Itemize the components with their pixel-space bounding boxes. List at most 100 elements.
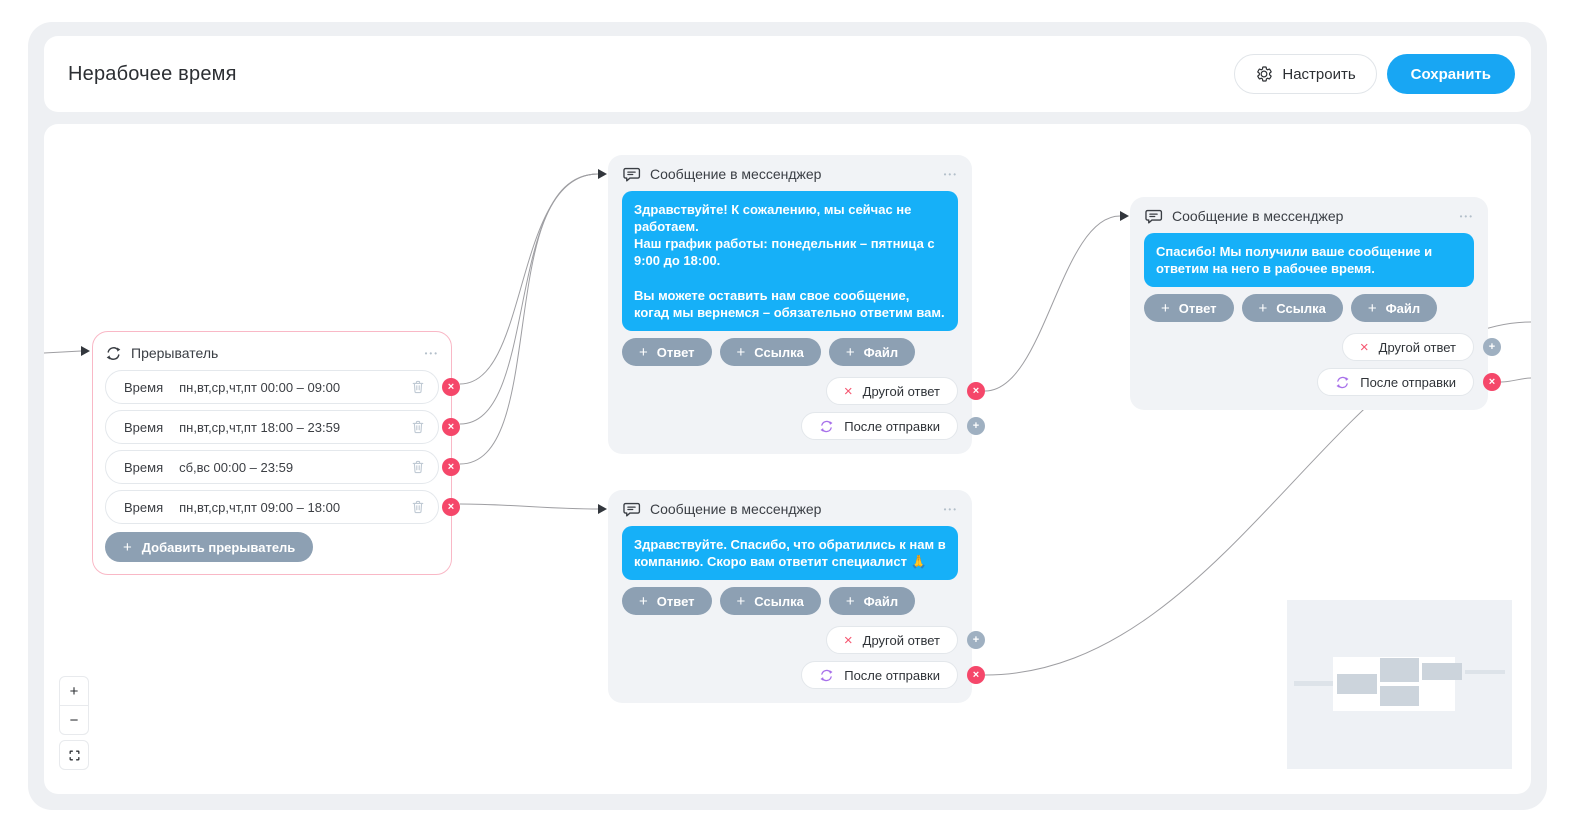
message-actions: +Ответ + Ссылка + Файл xyxy=(1144,294,1474,323)
node-menu-button[interactable]: ••• xyxy=(943,504,958,514)
plus-icon: + xyxy=(639,592,648,610)
time-rule-row[interactable]: Время пн,вт,ср,чт,пт 09:00 – 18:00 × xyxy=(105,490,460,524)
chat-bubble-icon xyxy=(622,165,641,184)
connector-remove[interactable]: × xyxy=(442,378,460,396)
after-send-row: После отправки + xyxy=(622,412,985,441)
add-reply-button[interactable]: +Ответ xyxy=(1144,294,1234,323)
chat-bubble-icon xyxy=(1144,207,1163,226)
after-send-button[interactable]: После отправки xyxy=(801,661,958,690)
fit-view-button[interactable] xyxy=(59,740,89,770)
zoom-out-button[interactable]: − xyxy=(59,705,89,735)
minimap-node xyxy=(1337,674,1377,694)
add-link-button[interactable]: +Ссылка xyxy=(719,338,821,367)
minimap-node xyxy=(1422,663,1462,680)
header-actions: Настроить Сохранить xyxy=(1234,54,1515,94)
cycle-icon xyxy=(105,345,122,362)
action-label: Ссылка xyxy=(1276,300,1326,316)
add-file-button[interactable]: +Файл xyxy=(828,587,916,616)
app-background: Нерабочее время Настроить Сохранить xyxy=(28,22,1547,810)
other-reply-label: Другой ответ xyxy=(1378,339,1456,355)
trash-icon[interactable] xyxy=(410,419,426,435)
message-node[interactable]: Сообщение в мессенджер ••• Здравствуйте.… xyxy=(608,490,985,704)
after-send-button[interactable]: После отправки xyxy=(801,412,958,441)
other-reply-button[interactable]: × Другой ответ xyxy=(1341,333,1474,362)
interrupter-header: Прерыватель ••• xyxy=(105,342,439,364)
action-label: Ссылка xyxy=(754,344,804,360)
plus-icon: + xyxy=(845,592,855,610)
interrupter-node[interactable]: Прерыватель ••• Время пн,вт,ср,чт,пт 00:… xyxy=(92,331,460,575)
add-file-button[interactable]: +Файл xyxy=(828,338,916,367)
time-value: сб,вс 00:00 – 23:59 xyxy=(179,459,294,475)
refresh-icon xyxy=(819,668,834,683)
other-reply-button[interactable]: × Другой ответ xyxy=(825,626,958,655)
after-send-row: После отправки × xyxy=(622,661,985,690)
connector-add[interactable]: + xyxy=(1483,338,1501,357)
action-label: Файл xyxy=(1385,300,1421,316)
time-label: Время xyxy=(124,499,164,515)
connector-add[interactable]: + xyxy=(967,417,985,436)
refresh-icon xyxy=(1335,375,1350,390)
connector-add[interactable]: + xyxy=(967,631,985,650)
time-rule-row[interactable]: Время сб,вс 00:00 – 23:59 × xyxy=(105,450,460,484)
other-reply-row: × Другой ответ + xyxy=(1144,333,1501,362)
message-node[interactable]: Сообщение в мессенджер ••• Спасибо! Мы п… xyxy=(1130,197,1501,411)
configure-button[interactable]: Настроить xyxy=(1234,54,1377,94)
message-bubble[interactable]: Спасибо! Мы получили ваше сообщение и от… xyxy=(1144,233,1474,288)
plus-icon: + xyxy=(1258,299,1268,317)
add-link-button[interactable]: + Ссылка xyxy=(1241,294,1343,323)
minimap-wire xyxy=(1294,681,1334,686)
connector-remove[interactable]: × xyxy=(442,458,460,476)
time-value: пн,вт,ср,чт,пт 09:00 – 18:00 xyxy=(179,499,341,515)
trash-icon[interactable] xyxy=(410,499,426,515)
message-node-header: Сообщение в мессенджер ••• xyxy=(622,163,958,185)
minimap[interactable] xyxy=(1287,600,1512,769)
close-icon: × xyxy=(1359,338,1369,356)
action-label: Ссылка xyxy=(754,593,804,609)
after-send-label: После отправки xyxy=(1360,374,1456,390)
time-label: Время xyxy=(124,459,164,475)
zoom-in-button[interactable]: + xyxy=(59,676,89,706)
add-reply-button[interactable]: +Ответ xyxy=(622,338,712,367)
refresh-icon xyxy=(819,419,834,434)
minimap-node xyxy=(1380,686,1419,706)
connector-remove[interactable]: × xyxy=(442,418,460,436)
after-send-button[interactable]: После отправки xyxy=(1317,368,1474,397)
time-value: пн,вт,ср,чт,пт 18:00 – 23:59 xyxy=(179,419,341,435)
after-send-label: После отправки xyxy=(844,418,940,434)
after-send-row: После отправки × xyxy=(1144,368,1501,397)
flow-canvas[interactable]: Прерыватель ••• Время пн,вт,ср,чт,пт 00:… xyxy=(44,124,1531,794)
message-bubble[interactable]: Здравствуйте. Спасибо, что обратились к … xyxy=(622,526,958,581)
close-icon: × xyxy=(843,382,853,400)
time-label: Время xyxy=(124,379,164,395)
plus-icon: + xyxy=(736,592,746,610)
message-actions: +Ответ + Ссылка +Файл xyxy=(622,587,958,616)
connector-remove[interactable]: × xyxy=(442,498,460,516)
message-node[interactable]: Сообщение в мессенджер ••• Здравствуйте!… xyxy=(608,155,985,455)
node-menu-button[interactable]: ••• xyxy=(1459,211,1474,221)
add-file-button[interactable]: + Файл xyxy=(1350,294,1438,323)
action-label: Ответ xyxy=(656,344,695,360)
add-reply-button[interactable]: +Ответ xyxy=(622,587,712,616)
add-interrupter-button[interactable]: + Добавить прерыватель xyxy=(105,532,314,562)
message-actions: +Ответ +Ссылка +Файл xyxy=(622,338,958,367)
message-node-header: Сообщение в мессенджер ••• xyxy=(1144,205,1474,227)
action-label: Ответ xyxy=(1178,300,1217,316)
trash-icon[interactable] xyxy=(410,459,426,475)
plus-icon: + xyxy=(1367,299,1377,317)
time-rule-row[interactable]: Время пн,вт,ср,чт,пт 00:00 – 09:00 × xyxy=(105,370,460,404)
connector-remove[interactable]: × xyxy=(967,666,985,685)
trash-icon[interactable] xyxy=(410,379,426,395)
connector-remove[interactable]: × xyxy=(1483,373,1501,392)
message-bubble[interactable]: Здравствуйте! К сожалению, мы сейчас не … xyxy=(622,191,958,332)
save-button[interactable]: Сохранить xyxy=(1386,54,1515,94)
connector-remove[interactable]: × xyxy=(967,382,985,401)
add-link-button[interactable]: + Ссылка xyxy=(719,587,821,616)
node-menu-button[interactable]: ••• xyxy=(424,348,439,358)
chat-bubble-icon xyxy=(622,500,641,519)
time-rule-row[interactable]: Время пн,вт,ср,чт,пт 18:00 – 23:59 × xyxy=(105,410,460,444)
other-reply-button[interactable]: × Другой ответ xyxy=(825,377,958,406)
node-menu-button[interactable]: ••• xyxy=(943,169,958,179)
time-value: пн,вт,ср,чт,пт 00:00 – 09:00 xyxy=(179,379,341,395)
fit-view-icon xyxy=(69,750,79,760)
action-label: Файл xyxy=(863,344,899,360)
